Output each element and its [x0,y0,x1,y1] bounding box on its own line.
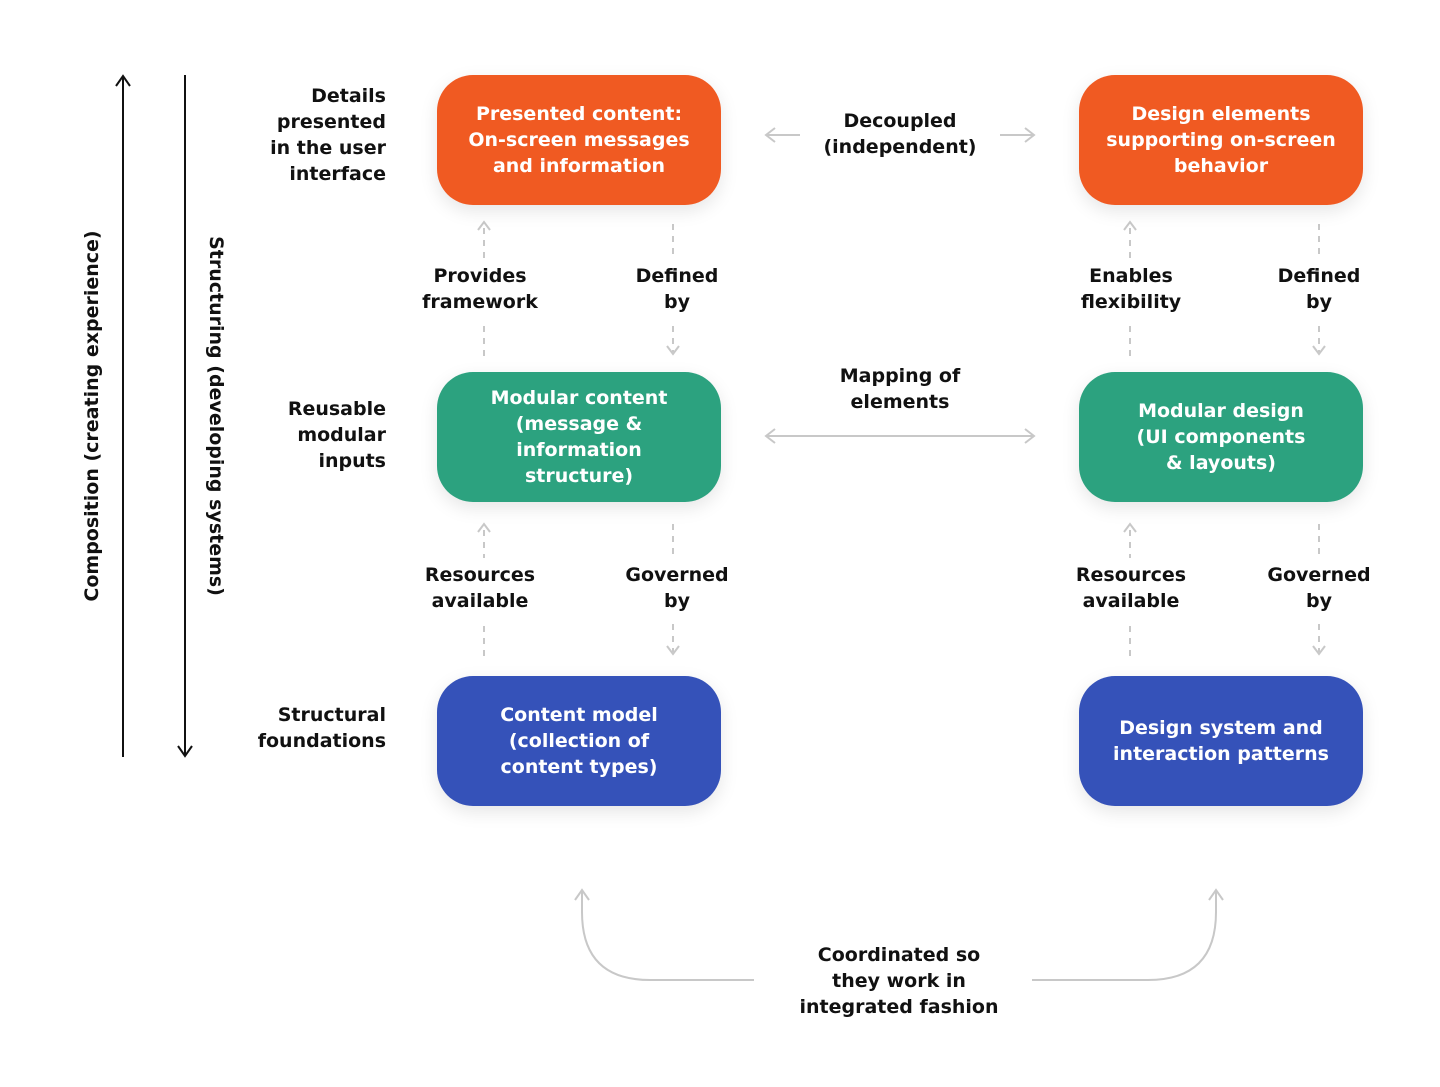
design-system-text: Design system and interaction patterns [1113,717,1329,765]
row-label-reusable: Reusable modular inputs [287,398,386,472]
left-governed-arrowhead [666,645,680,656]
enables-flexibility-label: Enables flexibility [1080,265,1182,313]
row-label-details: Details presented in the user interface [270,85,386,185]
design-elements-box: Design elements supporting on-screen beh… [1079,75,1363,205]
left-governed-by-label: Governed by [625,564,729,612]
modular-design-text: Modular design (UI components & layouts) [1136,400,1306,474]
coordinated-label: Coordinated so they work in integrated f… [799,944,999,1018]
modular-content-text: Modular content (message & information s… [490,387,668,487]
composition-axis-arrow [115,74,131,757]
right-defined-by-label: Defined by [1277,265,1361,313]
composition-axis-label: Composition (creating experience) [81,230,103,602]
decoupled-arrow-left [764,127,800,143]
provides-framework-arrowhead [477,220,491,231]
presented-content-box: Presented content: On-screen messages an… [437,75,721,205]
right-resources-available-label: Resources available [1075,564,1187,612]
coordinated-arrowhead-right [1208,888,1224,901]
left-resources-arrowhead [477,522,491,533]
decoupled-arrow-right [1000,127,1036,143]
left-resources-available-label: Resources available [424,564,536,612]
structuring-axis-label: Structuring (developing systems) [205,236,227,596]
design-elements-text: Design elements supporting on-screen beh… [1106,103,1336,177]
mapping-label: Mapping of elements [839,365,961,413]
coordinated-arrowhead-left [574,888,590,901]
row-label-structural: Structural foundations [257,704,386,752]
provides-framework-label: Provides framework [422,265,538,313]
content-model-box: Content model (collection of content typ… [437,676,721,806]
left-defined-by-label: Defined by [635,265,719,313]
coordinated-curve-left [581,892,754,981]
design-system-box: Design system and interaction patterns [1079,676,1363,806]
enables-flexibility-arrowhead [1123,220,1137,231]
left-defined-by-arrowhead [666,345,680,356]
presented-content-text: Presented content: On-screen messages an… [468,103,690,177]
right-resources-arrowhead [1123,522,1137,533]
content-model-text: Content model (collection of content typ… [500,704,658,778]
modular-content-box: Modular content (message & information s… [437,372,721,502]
mapping-arrow [764,428,1036,444]
right-defined-by-arrowhead [1312,345,1326,356]
decoupled-label: Decoupled (independent) [823,110,977,158]
coordinated-curve-right [1032,892,1217,981]
modular-design-box: Modular design (UI components & layouts) [1079,372,1363,502]
structuring-axis-arrow [177,75,193,758]
right-governed-arrowhead [1312,645,1326,656]
right-governed-by-label: Governed by [1267,564,1371,612]
